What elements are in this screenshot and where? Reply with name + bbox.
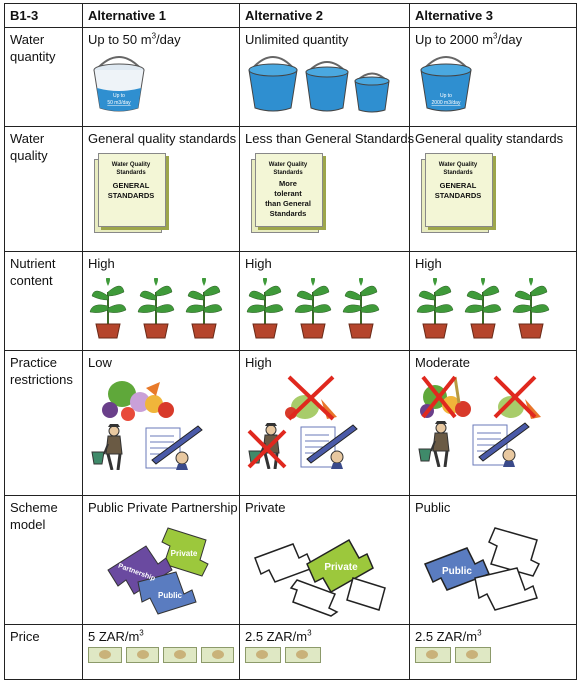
cell-water-quality-3: General quality standards Water Quality … [409, 125, 577, 252]
plant-icon [294, 277, 332, 339]
cell-water-quantity-1: Up to 50 m3/day Up to 50 m3/day [82, 27, 240, 127]
document-icon: Water Quality Standards GENERAL STANDARD… [94, 152, 166, 235]
cell-nutrient-1: High [82, 250, 240, 351]
row-label-price: Price [4, 623, 83, 681]
svg-text:Public: Public [442, 566, 472, 577]
cell-price-2: 2.5 ZAR/m3 [239, 623, 410, 681]
banknote-icon [163, 646, 197, 663]
banknote-icon [285, 646, 321, 663]
header-alternative-2: Alternative 2 [239, 2, 410, 29]
banknote-icon [200, 646, 234, 663]
farmer-crossed-icon [247, 422, 287, 469]
nutrient-value: High [245, 255, 272, 271]
cell-water-quantity-3: Up to 2000 m3/day Up to 2000 m3/day [409, 27, 577, 127]
cell-water-quality-1: General quality standards Water Quality … [82, 125, 240, 252]
water-quality-value: Less than General Standards [245, 130, 415, 146]
cell-nutrient-2: High [239, 250, 410, 351]
regulation-icon [145, 425, 203, 470]
price-value: 2.5 ZAR/m3 [245, 628, 312, 644]
row-label-scheme: Scheme model [4, 494, 83, 625]
bucket-icon [305, 61, 349, 112]
bucket-icon [248, 56, 298, 112]
alternatives-table: B1-3 Alternative 1 Alternative 2 Alterna… [4, 2, 577, 681]
document-icon: Water Quality Standards GENERAL STANDARD… [421, 152, 493, 235]
produce-crossed-icon [420, 375, 471, 418]
row-label-water-quality: Water quality [4, 125, 83, 252]
svg-text:Private: Private [324, 562, 358, 573]
water-quantity-value: Up to 50 m3/day [88, 31, 181, 48]
plants-group [88, 277, 234, 340]
plant-icon [246, 277, 284, 339]
bucket-icon: Up to 2000 m3/day [420, 56, 472, 112]
regulation-icon [300, 424, 358, 469]
practice-value: Low [88, 354, 112, 370]
header-alternative-1: Alternative 1 [82, 2, 240, 29]
plant-icon [416, 277, 454, 339]
cell-scheme-3: Public Public [409, 494, 577, 625]
water-quality-value: General quality standards [88, 130, 237, 146]
banknote-icon [245, 646, 281, 663]
plant-icon [512, 277, 550, 339]
puzzle-ppp-icon: Private Partnership Public [107, 526, 209, 615]
row-label-water-quantity: Water quantity [4, 27, 83, 127]
header-alternative-3: Alternative 3 [409, 2, 577, 29]
row-label-practice: Practice restrictions [4, 349, 83, 496]
banknote-icon [125, 646, 159, 663]
plant-icon [185, 277, 223, 339]
cell-price-3: 2.5 ZAR/m3 [409, 623, 577, 681]
plant-icon [89, 277, 127, 339]
banknote-icon [415, 646, 451, 663]
plant-icon [137, 277, 175, 339]
svg-text:Up to: Up to [440, 93, 452, 99]
price-value: 5 ZAR/m3 [88, 628, 144, 644]
cell-practice-1: Low [82, 349, 240, 496]
row-label-nutrient: Nutrient content [4, 250, 83, 351]
cell-practice-3: Moderate [409, 349, 577, 496]
regulation-icon [472, 422, 530, 467]
nutrient-value: High [88, 255, 115, 271]
svg-text:Up to: Up to [113, 93, 125, 99]
plant-icon [342, 277, 380, 339]
vegetables-crossed-icon [493, 375, 541, 419]
practice-value: Moderate [415, 354, 470, 370]
svg-text:2000 m3/day: 2000 m3/day [432, 100, 461, 106]
cell-water-quantity-2: Unlimited quantity [239, 27, 410, 127]
scheme-value: Private [245, 499, 286, 515]
cell-scheme-1: Public Private Partnership Private Partn… [82, 494, 240, 625]
document-icon: Water Quality Standards More tolerant th… [251, 152, 323, 235]
water-quantity-value: Up to 2000 m3/day [415, 31, 523, 48]
cell-nutrient-3: High [409, 250, 577, 351]
corner-cell: B1-3 [4, 2, 83, 29]
banknote-icon [88, 646, 122, 663]
plant-icon [464, 277, 502, 339]
farmer-icon [417, 420, 451, 467]
nutrient-value: High [415, 255, 442, 271]
banknote-icon [455, 646, 491, 663]
scheme-value: Public [415, 499, 451, 515]
farmer-icon [90, 423, 124, 470]
puzzle-private-icon: Private [254, 538, 386, 617]
cell-water-quality-2: Less than General Standards Water Qualit… [239, 125, 415, 252]
price-value: 2.5 ZAR/m3 [415, 628, 482, 644]
practice-value: High [245, 354, 272, 370]
bucket-icon: Up to 50 m3/day [93, 56, 145, 112]
water-quantity-value: Unlimited quantity [245, 32, 349, 48]
scheme-value: Public Private Partnership [88, 499, 238, 515]
svg-text:50 m3/day: 50 m3/day [107, 100, 131, 106]
cell-practice-2: High [239, 349, 410, 496]
svg-text:Private: Private [171, 549, 198, 558]
bucket-icon [354, 72, 390, 113]
puzzle-public-icon: Public [423, 526, 541, 611]
produce-icon [102, 380, 174, 421]
water-quality-value: General quality standards [415, 130, 564, 146]
vegetables-crossed-icon [285, 375, 337, 420]
cell-price-1: 5 ZAR/m3 [82, 623, 240, 681]
cell-scheme-2: Private Private [239, 494, 410, 625]
svg-text:Public: Public [158, 591, 183, 600]
